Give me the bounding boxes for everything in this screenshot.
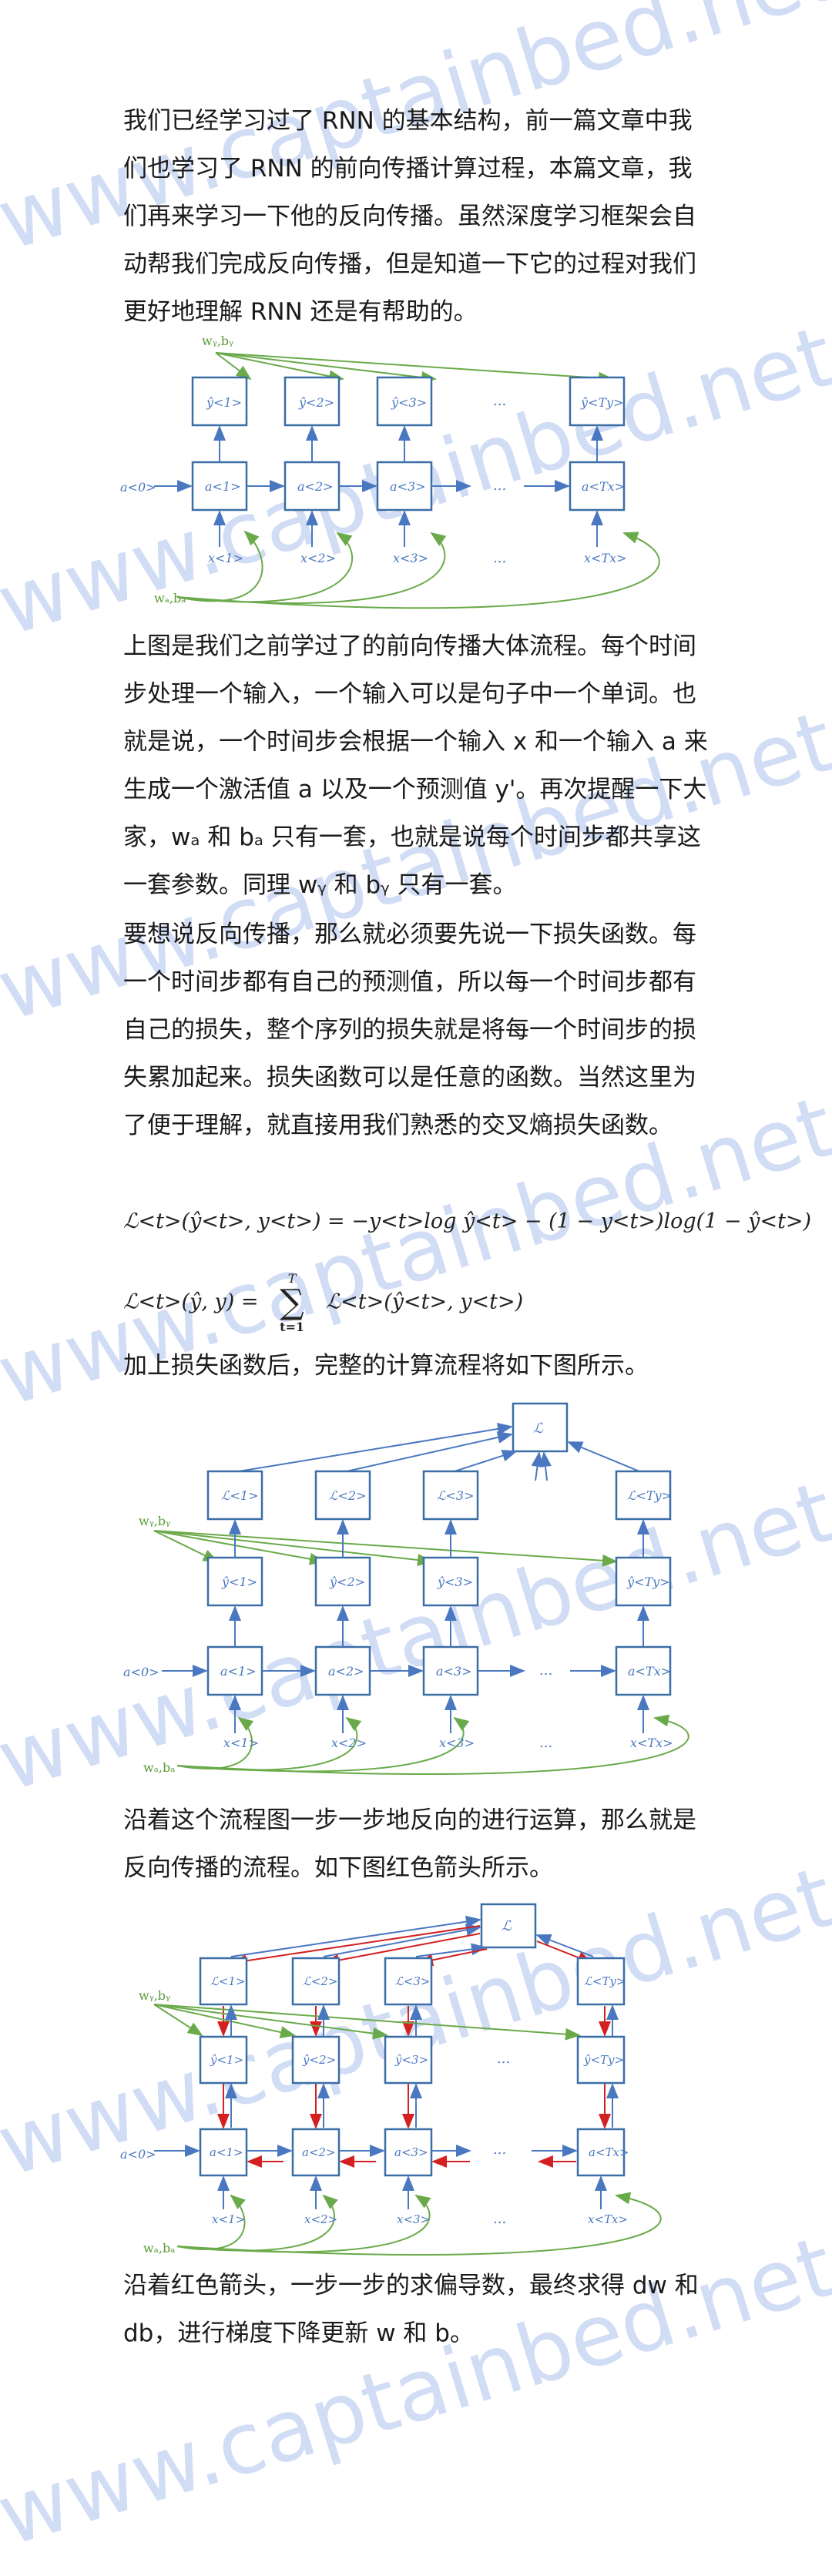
- svg-text:ℒ<3>: ℒ<3>: [395, 1974, 430, 1988]
- svg-text:a<2>: a<2>: [328, 1664, 364, 1679]
- svg-text:ℒ: ℒ: [502, 1918, 512, 1934]
- svg-text:x<2>: x<2>: [331, 1736, 367, 1750]
- svg-text:...: ...: [493, 478, 506, 494]
- svg-text:wᵧ,bᵧ: wᵧ,bᵧ: [139, 1988, 170, 2003]
- svg-text:ℒ<1>: ℒ<1>: [221, 1488, 259, 1503]
- svg-text:wᵧ,bᵧ: wᵧ,bᵧ: [139, 1514, 170, 1528]
- svg-text:x<1>: x<1>: [223, 1736, 259, 1750]
- svg-text:ŷ<2>: ŷ<2>: [298, 395, 334, 410]
- svg-text:x<3>: x<3>: [397, 2212, 430, 2226]
- svg-text:a<Tx>: a<Tx>: [582, 479, 625, 494]
- svg-text:ŷ<Ty>: ŷ<Ty>: [580, 395, 624, 410]
- svg-text:ŷ<3>: ŷ<3>: [437, 1575, 473, 1589]
- svg-text:a<2>: a<2>: [297, 479, 334, 494]
- forward-explanation-paragraph: 上图是我们之前学过了的前向传播大体流程。每个时间步处理一个输入，一个输入可以是句…: [123, 632, 708, 899]
- svg-text:a<1>: a<1>: [205, 479, 241, 494]
- svg-text:wₐ,bₐ: wₐ,bₐ: [154, 591, 186, 605]
- loss-intro-paragraph: 要想说反向传播，那么就必须要先说一下损失函数。每一个时间步都有自己的预测值，所以…: [123, 921, 696, 1139]
- svg-text:x<3>: x<3>: [439, 1736, 475, 1750]
- forward-with-loss-diagram: wᵧ,bᵧ wₐ,bₐ a<0> ℒ: [0, 1396, 832, 1781]
- svg-text:x<2>: x<2>: [304, 2212, 337, 2226]
- sum-upper-limit: T: [287, 1271, 297, 1286]
- svg-text:...: ...: [493, 550, 506, 566]
- svg-text:a<0>: a<0>: [120, 480, 156, 495]
- svg-text:wᵧ,bᵧ: wᵧ,bᵧ: [202, 334, 233, 348]
- svg-text:ŷ<1>: ŷ<1>: [221, 1575, 257, 1589]
- svg-text:ŷ<Ty>: ŷ<Ty>: [583, 2053, 624, 2067]
- svg-text:ℒ: ℒ: [533, 1420, 544, 1437]
- svg-text:...: ...: [493, 2211, 506, 2227]
- cross-entropy-formula: ℒ<t>(ŷ<t>, y<t>) = −y<t>log ŷ<t> − (1 − …: [123, 1209, 812, 1233]
- svg-text:ℒ<3>: ℒ<3>: [437, 1488, 475, 1503]
- svg-text:ℒ<2>: ℒ<2>: [329, 1488, 367, 1503]
- svg-text:x<Tx>: x<Tx>: [588, 2212, 628, 2226]
- svg-text:x<1>: x<1>: [212, 2212, 245, 2226]
- svg-text:a<1>: a<1>: [220, 1664, 257, 1679]
- svg-text:wₐ,bₐ: wₐ,bₐ: [143, 2241, 175, 2256]
- svg-text:a<3>: a<3>: [390, 479, 426, 494]
- intro-paragraph: 我们已经学习过了 RNN 的基本结构，前一篇文章中我们也学习了 RNN 的前向传…: [123, 107, 696, 326]
- svg-text:...: ...: [493, 2142, 506, 2158]
- svg-text:ℒ<1>: ℒ<1>: [210, 1974, 245, 1988]
- svg-text:a<2>: a<2>: [302, 2145, 336, 2159]
- backward-propagation-diagram: wᵧ,bᵧ wₐ,bₐ a<0> ℒ: [0, 1900, 832, 2262]
- loss-diagram-caption: 加上损失函数后，完整的计算流程将如下图所示。: [123, 1352, 649, 1380]
- svg-text:ŷ<1>: ŷ<1>: [206, 395, 242, 410]
- svg-text:a<3>: a<3>: [394, 2145, 428, 2159]
- svg-text:a<3>: a<3>: [436, 1664, 472, 1679]
- svg-text:a<Tx>: a<Tx>: [628, 1664, 671, 1679]
- svg-text:x<3>: x<3>: [393, 551, 428, 565]
- svg-text:ŷ<2>: ŷ<2>: [302, 2053, 336, 2067]
- sum-symbol: ∑: [280, 1283, 304, 1322]
- svg-text:x<2>: x<2>: [300, 551, 336, 565]
- svg-text:ℒ<Ty>: ℒ<Ty>: [584, 1974, 626, 1988]
- total-loss-rhs: ℒ<t>(ŷ<t>, y<t>): [325, 1290, 524, 1314]
- svg-text:a<0>: a<0>: [123, 1665, 159, 1679]
- total-loss-lhs: ℒ<t>(ŷ, y) =: [123, 1290, 259, 1314]
- svg-text:...: ...: [497, 2051, 510, 2067]
- forward-propagation-diagram: wᵧ,bᵧ wₐ,bₐ a<0> ŷ<1> ŷ<2> ŷ<3> ŷ<Ty>: [0, 331, 832, 624]
- svg-text:ŷ<Ty>: ŷ<Ty>: [626, 1575, 670, 1589]
- svg-text:a<Tx>: a<Tx>: [589, 2145, 629, 2159]
- svg-text:x<Tx>: x<Tx>: [584, 551, 627, 565]
- sum-lower-limit: t=1: [280, 1320, 305, 1334]
- svg-text:a<1>: a<1>: [210, 2145, 243, 2159]
- svg-text:...: ...: [493, 393, 506, 409]
- svg-text:a<0>: a<0>: [120, 2147, 156, 2162]
- svg-text:x<Tx>: x<Tx>: [630, 1736, 673, 1750]
- svg-text:ŷ<1>: ŷ<1>: [210, 2053, 243, 2067]
- svg-text:ŷ<3>: ŷ<3>: [391, 395, 427, 410]
- conclusion-paragraph: 沿着红色箭头，一步一步的求偏导数，最终求得 dw 和 db，进行梯度下降更新 w…: [123, 2272, 699, 2347]
- svg-text:x<1>: x<1>: [208, 551, 243, 565]
- svg-text:ℒ<Ty>: ℒ<Ty>: [627, 1488, 672, 1503]
- total-loss-formula: ℒ<t>(ŷ, y) = T ∑ t=1 ℒ<t>(ŷ<t>, y<t>): [123, 1271, 523, 1334]
- svg-text:wₐ,bₐ: wₐ,bₐ: [143, 1760, 175, 1775]
- backprop-intro-paragraph: 沿着这个流程图一步一步地反向的进行运算，那么就是反向传播的流程。如下图红色箭头所…: [123, 1806, 696, 1882]
- svg-text:ŷ<2>: ŷ<2>: [329, 1575, 365, 1589]
- svg-text:...: ...: [539, 1735, 552, 1751]
- svg-text:...: ...: [539, 1662, 552, 1679]
- svg-text:ŷ<3>: ŷ<3>: [394, 2053, 428, 2067]
- svg-text:ℒ<2>: ℒ<2>: [303, 1974, 337, 1988]
